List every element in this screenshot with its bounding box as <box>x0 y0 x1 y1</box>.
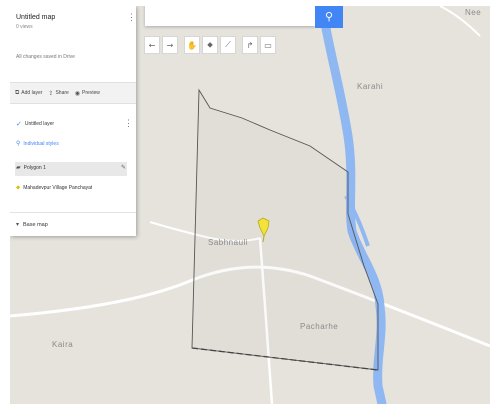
line-icon: ⟋ <box>225 40 231 49</box>
edit-pen-icon[interactable]: ✎ <box>121 164 127 171</box>
map-label-karahi: Karahi <box>357 82 384 91</box>
base-map-label: Base map <box>23 221 48 228</box>
list-item-selected-bg <box>15 162 127 176</box>
base-map-row[interactable]: ▾ Base map <box>10 212 136 236</box>
saved-status: All changes saved in Drive <box>16 54 75 60</box>
share-label: Share <box>55 90 69 96</box>
route-icon: ↱ <box>246 40 254 50</box>
search-button[interactable]: ⚲ <box>315 6 343 28</box>
undo-icon: ← <box>148 40 156 50</box>
list-item[interactable]: ▰ Polygon 1 <box>16 164 46 171</box>
polygon-icon: ▰ <box>16 164 21 171</box>
map-toolbar: ← → ✋ ⬥ ⟋ ↱ ▭ <box>144 36 276 54</box>
preview-label: Preview <box>82 90 100 96</box>
redo-icon: → <box>166 40 174 50</box>
road <box>439 6 481 37</box>
map-label-kaira: Kaira <box>52 340 74 349</box>
layer-style-label: Individual styles <box>23 140 59 147</box>
ruler-icon: ▭ <box>264 40 272 50</box>
share-icon: ⇪ <box>48 89 54 97</box>
map-views: 0 views <box>16 24 33 30</box>
road <box>10 265 490 348</box>
add-layer-icon: ⧉ <box>15 89 20 96</box>
list-item-label: Polygon 1 <box>23 164 46 171</box>
add-layer-label: Add layer <box>21 90 43 96</box>
polygon-edge-dashed <box>191 347 379 371</box>
pan-button[interactable]: ✋ <box>184 36 200 54</box>
pin-icon: ⬥ <box>16 184 21 191</box>
list-item-label: Mahadevpur Village Panchayat <box>23 185 93 191</box>
layer-name: Untitled layer <box>24 121 55 127</box>
map-marker[interactable] <box>257 217 270 243</box>
preview-button[interactable]: ◉ Preview <box>75 90 100 97</box>
preview-icon: ◉ <box>74 89 81 97</box>
redo-button[interactable]: → <box>162 36 178 54</box>
river <box>317 6 387 404</box>
layer-header[interactable]: ✓ Untitled layer <box>16 120 54 128</box>
list-item[interactable]: ⬥ Mahadevpur Village Panchayat <box>16 184 92 192</box>
checkbox-checked-icon[interactable]: ✓ <box>16 120 22 128</box>
undo-button[interactable]: ← <box>144 36 160 54</box>
panel-actions: ⧉ Add layer ⇪ Share ◉ Preview <box>10 82 136 104</box>
add-marker-button[interactable]: ⬥ <box>202 36 218 54</box>
search-icon: ⚲ <box>324 9 334 23</box>
map-label-corner: Nee <box>465 8 482 17</box>
marker-icon: ⬥ <box>207 40 213 49</box>
chevron-down-icon: ▾ <box>16 221 20 228</box>
map-frame: Sabhnauli Pacharhe Kaira Karahi Nee ⚲ ← … <box>10 6 490 404</box>
layer-options-menu-icon[interactable]: ⋮ <box>124 118 133 128</box>
road <box>149 221 261 242</box>
measure-button[interactable]: ▭ <box>260 36 276 54</box>
draw-line-button[interactable]: ⟋ <box>220 36 236 54</box>
map-label-pacharhe: Pacharhe <box>300 322 339 331</box>
road <box>258 237 274 404</box>
map-title[interactable]: Untitled map <box>16 14 56 21</box>
search-input[interactable] <box>149 6 313 26</box>
directions-button[interactable]: ↱ <box>242 36 258 54</box>
map-label-sabhnauli: Sabhnauli <box>208 238 249 247</box>
side-panel: Untitled map 0 views All changes saved i… <box>10 6 136 236</box>
share-button[interactable]: ⇪ Share <box>48 90 68 97</box>
search-box[interactable] <box>145 6 315 26</box>
hand-icon: ✋ <box>187 40 197 50</box>
add-layer-button[interactable]: ⧉ Add layer <box>15 89 42 97</box>
layer-style-link[interactable]: ⚲ Individual styles <box>16 140 59 147</box>
style-pin-icon: ⚲ <box>16 140 21 147</box>
map-options-menu-icon[interactable]: ⋮ <box>127 12 136 22</box>
